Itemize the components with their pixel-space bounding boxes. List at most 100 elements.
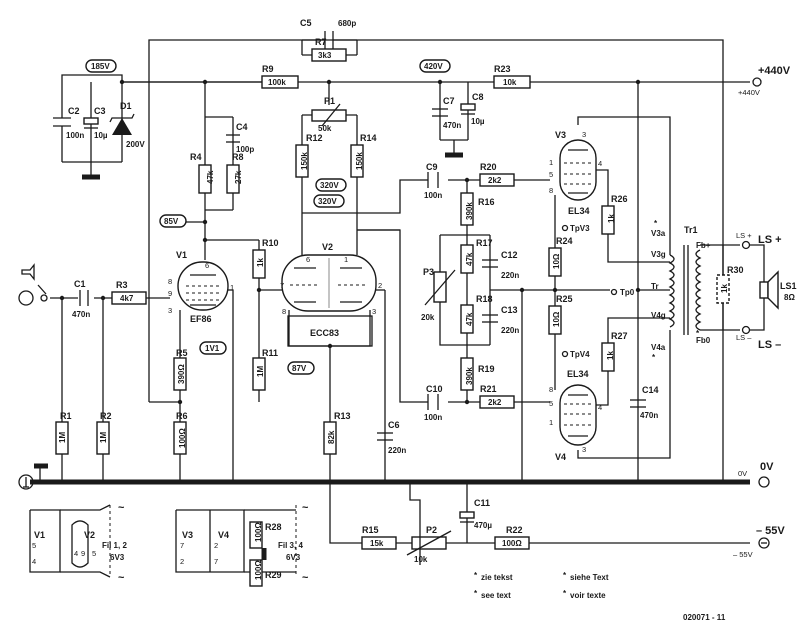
- capacitor-c14: C14 470n: [630, 385, 659, 420]
- svg-text:200V: 200V: [126, 140, 145, 149]
- svg-text:1: 1: [549, 158, 553, 167]
- wire-v4-anode: [577, 330, 671, 459]
- svg-text:100Ω: 100Ω: [502, 539, 522, 548]
- svg-text:10k: 10k: [414, 555, 428, 564]
- svg-text:R10: R10: [262, 238, 279, 248]
- svg-text:3k3: 3k3: [318, 51, 332, 60]
- svg-text:voir texte: voir texte: [570, 591, 606, 600]
- svg-text:1V1: 1V1: [205, 344, 220, 353]
- svg-text:390k: 390k: [465, 202, 474, 220]
- wire-c9-route: [302, 179, 420, 214]
- svg-text:V2: V2: [84, 530, 95, 540]
- svg-text:470n: 470n: [443, 121, 461, 130]
- svg-text:R24: R24: [556, 236, 573, 246]
- svg-text:*: *: [563, 571, 567, 580]
- svg-text:100Ω: 100Ω: [254, 560, 263, 580]
- svg-text:Tr1: Tr1: [684, 225, 698, 235]
- svg-text:R8: R8: [232, 152, 244, 162]
- svg-text:C7: C7: [443, 96, 455, 106]
- svg-text:1k: 1k: [606, 351, 615, 360]
- resistor-r17: R17 47k: [460, 238, 493, 274]
- svg-text:100Ω: 100Ω: [254, 522, 263, 542]
- svg-text:R18: R18: [476, 294, 493, 304]
- svg-text:220n: 220n: [501, 326, 519, 335]
- svg-text:C10: C10: [426, 384, 443, 394]
- svg-text:Tp0: Tp0: [620, 288, 635, 297]
- svg-text:Fb0: Fb0: [696, 336, 711, 345]
- svg-text:R23: R23: [494, 64, 511, 74]
- svg-text:Tr: Tr: [651, 282, 659, 291]
- capacitor-c6: C6 220n: [377, 420, 406, 455]
- svg-text:C13: C13: [501, 305, 518, 315]
- svg-text:TpV3: TpV3: [570, 224, 590, 233]
- voltage-flag-87v: 87V: [287, 361, 315, 375]
- resistor-r29: R29 100Ω: [244, 548, 296, 587]
- svg-text:4: 4: [74, 549, 78, 558]
- svg-text:0V: 0V: [738, 469, 747, 478]
- svg-text:6: 6: [205, 261, 209, 270]
- svg-text:4: 4: [32, 557, 36, 566]
- svg-text:3: 3: [582, 130, 586, 139]
- svg-text:R12: R12: [306, 133, 323, 143]
- svg-text:R22: R22: [506, 525, 523, 535]
- svg-text:~: ~: [118, 572, 125, 584]
- svg-text:6: 6: [306, 255, 310, 264]
- svg-text:87V: 87V: [292, 364, 307, 373]
- resistor-r2: R2 1M: [96, 411, 112, 455]
- svg-text:5: 5: [32, 541, 36, 550]
- wire-minus55-rail: [329, 420, 750, 544]
- svg-text:7: 7: [180, 541, 184, 550]
- svg-text:LS –: LS –: [736, 333, 752, 342]
- svg-text:V3: V3: [182, 530, 193, 540]
- svg-text:9: 9: [81, 549, 85, 558]
- wire-v3-anode: [577, 116, 671, 255]
- terminal-plus440: +440V +440V: [738, 65, 791, 97]
- svg-text:4k7: 4k7: [120, 294, 134, 303]
- resistor-r20: R20 2k2: [479, 162, 515, 187]
- tube-v4: EL34 V4 8 5 1 4 3: [549, 369, 602, 462]
- svg-text:R14: R14: [360, 133, 377, 143]
- svg-text:100n: 100n: [66, 131, 84, 140]
- svg-text:3: 3: [582, 445, 586, 454]
- svg-text:C9: C9: [426, 162, 438, 172]
- svg-text:8: 8: [549, 385, 553, 394]
- svg-text:C4: C4: [236, 122, 248, 132]
- svg-text:V3: V3: [555, 130, 566, 140]
- potentiometer-p3: P3 20k: [421, 267, 456, 322]
- svg-text:~: ~: [118, 502, 125, 514]
- svg-text:8: 8: [282, 307, 286, 316]
- svg-text:EL34: EL34: [567, 369, 589, 379]
- svg-text:R4: R4: [190, 152, 202, 162]
- voltage-flag-1v1: 1V1: [199, 341, 227, 355]
- resistor-r7: R7 3k3: [302, 37, 357, 62]
- svg-text:V3g: V3g: [651, 250, 666, 259]
- resistor-r13: R13 82k: [323, 411, 351, 455]
- svg-text:LS –: LS –: [758, 339, 781, 351]
- resistor-r24: R24 10Ω: [548, 236, 573, 277]
- svg-text:R27: R27: [611, 331, 628, 341]
- svg-text:47k: 47k: [206, 170, 215, 184]
- voltage-flag-420v: 420V: [419, 59, 451, 73]
- svg-text:470n: 470n: [640, 411, 658, 420]
- svg-text:Fb+: Fb+: [696, 241, 711, 250]
- svg-text:100p: 100p: [236, 145, 254, 154]
- terminal-ls-plus: LS + LS +: [736, 231, 782, 250]
- filament-supply-34: Fil 3, 4 6V3 ~ ~: [278, 502, 309, 584]
- svg-text:R25: R25: [556, 294, 573, 304]
- svg-text:V1: V1: [34, 530, 45, 540]
- svg-text:185V: 185V: [91, 62, 110, 71]
- potentiometer-p2: P2 10k: [406, 482, 452, 565]
- svg-text:1M: 1M: [99, 432, 108, 443]
- capacitor-c12: C12 220n: [482, 250, 519, 280]
- testpoint-tpv3: TpV3: [561, 224, 590, 233]
- svg-text:4: 4: [598, 403, 602, 412]
- svg-text:390Ω: 390Ω: [177, 364, 186, 384]
- resistor-r21: R21 2k2: [479, 384, 515, 409]
- svg-text:10Ω: 10Ω: [552, 253, 561, 269]
- tube-v1: V1 EF86 6 8 9 3 1: [168, 250, 234, 324]
- svg-text:TpV4: TpV4: [570, 350, 590, 359]
- resistor-r14: R14 150k: [350, 133, 377, 178]
- svg-text:*: *: [654, 219, 658, 228]
- svg-text:220n: 220n: [388, 446, 406, 455]
